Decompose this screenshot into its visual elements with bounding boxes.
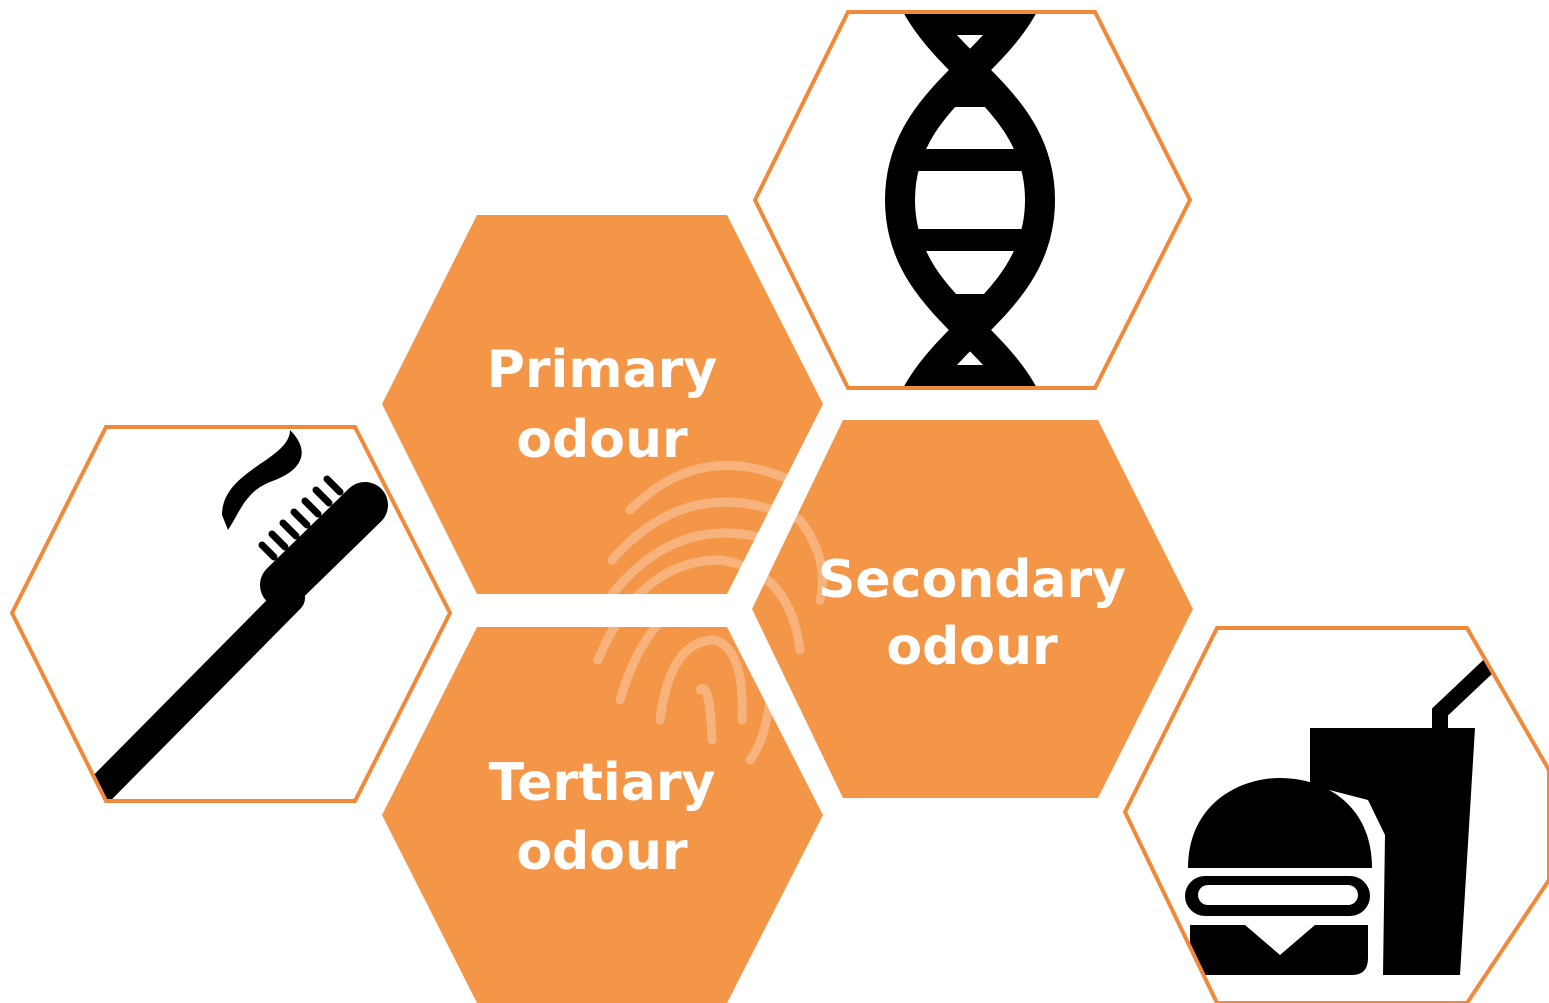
fingerprint-icon xyxy=(593,460,827,765)
tertiary-odour-label-line1: Tertiary xyxy=(489,753,716,813)
tertiary-odour-label-line2: odour xyxy=(516,822,688,882)
toothbrush-hex xyxy=(9,425,453,803)
food-hex xyxy=(1122,626,1549,1003)
burger-and-drink-icon xyxy=(1185,654,1501,975)
primary-odour-label-line2: odour xyxy=(516,410,688,470)
secondary-odour-label-line1: Secondary xyxy=(818,550,1126,610)
dna-hex xyxy=(752,10,1193,390)
primary-odour-hex xyxy=(382,215,823,594)
primary-odour-label-line1: Primary xyxy=(487,340,717,400)
toothbrush-icon xyxy=(85,430,388,801)
secondary-odour-hex xyxy=(752,420,1193,798)
secondary-odour-label-line2: odour xyxy=(886,617,1058,677)
dna-icon xyxy=(884,12,1056,388)
tertiary-odour-hex xyxy=(382,627,823,1003)
